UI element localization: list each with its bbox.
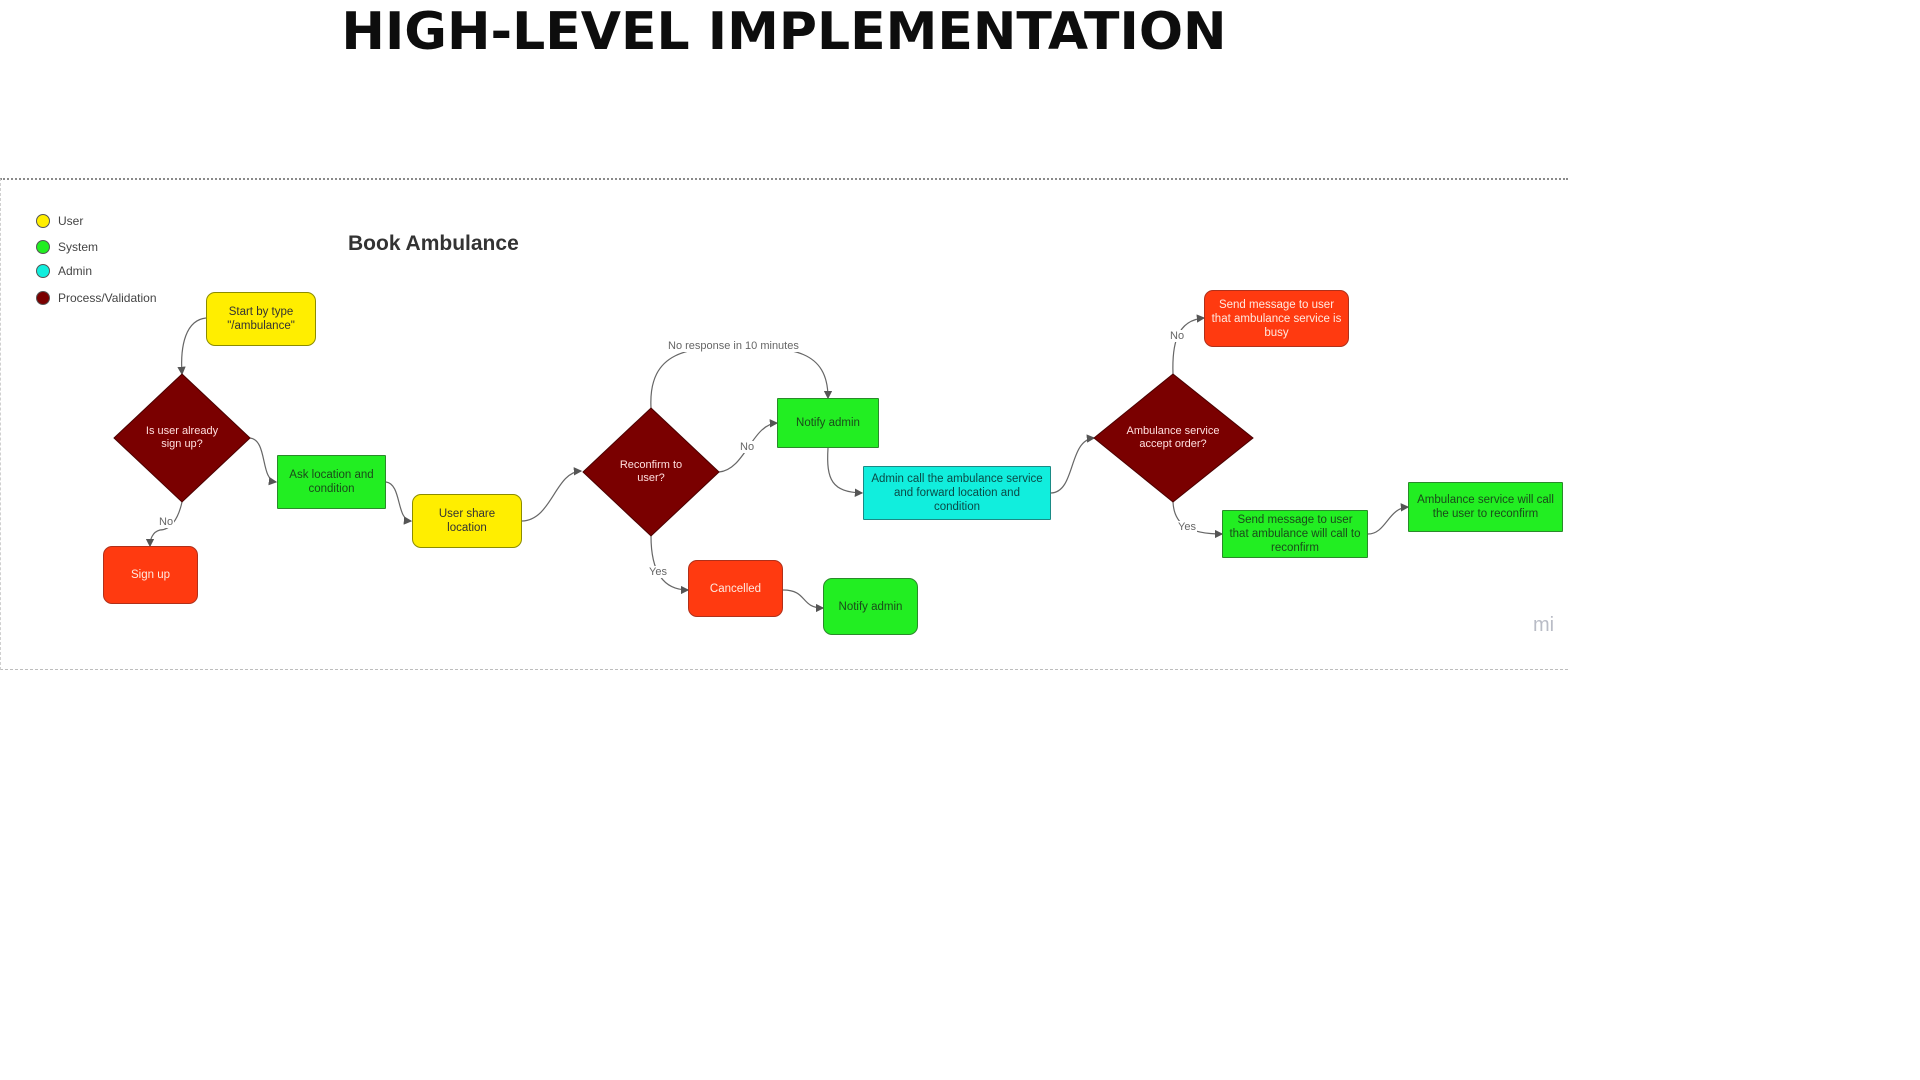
edge-signup-check-to-ask-location [249,437,278,486]
legend-swatch-process [36,291,50,305]
flow-connectors [113,314,1410,613]
legend-label: Process/Validation [58,291,157,305]
node-share-location: User share location [412,494,522,548]
legend-swatch-system [36,240,50,254]
legend-label: Admin [58,264,93,278]
legend-label: User [58,214,84,228]
node-msg-reconfirm: Send message to user that ambulance will… [1222,510,1368,558]
edge-label-signup-no: No [158,516,175,528]
legend-swatch-admin [36,264,50,278]
edge-label-accept-yes: Yes [1177,521,1197,533]
diamond-is-signed-up [113,373,251,503]
diagram-frame [0,178,1568,670]
node-notify-admin: Notify admin [777,398,879,448]
edge-notify-admin-to-admin-call [827,447,864,497]
node-admin-call: Admin call the ambulance service and for… [863,466,1051,520]
diamond-service-accept [1093,373,1254,503]
node-notify-admin-cancel: Notify admin [823,578,918,635]
edge-share-to-reconfirm [521,467,583,522]
edge-signup-check-to-signup [145,501,183,548]
legend-item-process: Process/Validation [36,291,157,305]
node-cancelled: Cancelled [688,560,783,617]
edge-accept-to-busy [1172,314,1206,375]
edge-admin-call-to-accept [1050,434,1096,494]
diamond-label-is-signed-up: Is user already sign up? [145,425,219,450]
node-ask-location: Ask location and condition [277,455,386,509]
legend-item-system: System [36,240,98,254]
slide-title: HIGH-LEVEL IMPLEMENTATION [341,2,1227,62]
node-sign-up: Sign up [103,546,198,604]
edge-start-to-signup-check [177,317,207,376]
node-start: Start by type "/ambulance" [206,292,316,346]
diagram-title: Book Ambulance [348,232,519,255]
legend-item-user: User [36,214,83,228]
diamond-label-service-accept: Ambulance service accept order? [1126,425,1220,450]
edge-label-accept-no: No [1169,330,1186,342]
diamond-label-reconfirm: Reconfirm to user? [619,459,683,484]
edge-reconfirm-to-cancelled [650,535,690,595]
legend-label: System [58,240,99,254]
edge-label-timeout: No response in 10 minutes [667,340,800,352]
legend-swatch-user [36,214,50,228]
edge-cancelled-to-notify-admin [782,589,825,613]
edge-ask-location-to-share [385,481,413,525]
node-service-call: Ambulance service will call the user to … [1408,482,1563,532]
node-msg-busy: Send message to user that ambulance serv… [1204,290,1349,347]
legend-item-admin: Admin [36,264,92,278]
diamond-reconfirm [582,407,720,537]
watermark-logo: mi [1533,614,1555,636]
edge-reconfirm-msg-to-service-call [1367,503,1410,535]
edge-label-reconfirm-yes: Yes [648,566,668,578]
edge-label-reconfirm-no: No [739,441,756,453]
